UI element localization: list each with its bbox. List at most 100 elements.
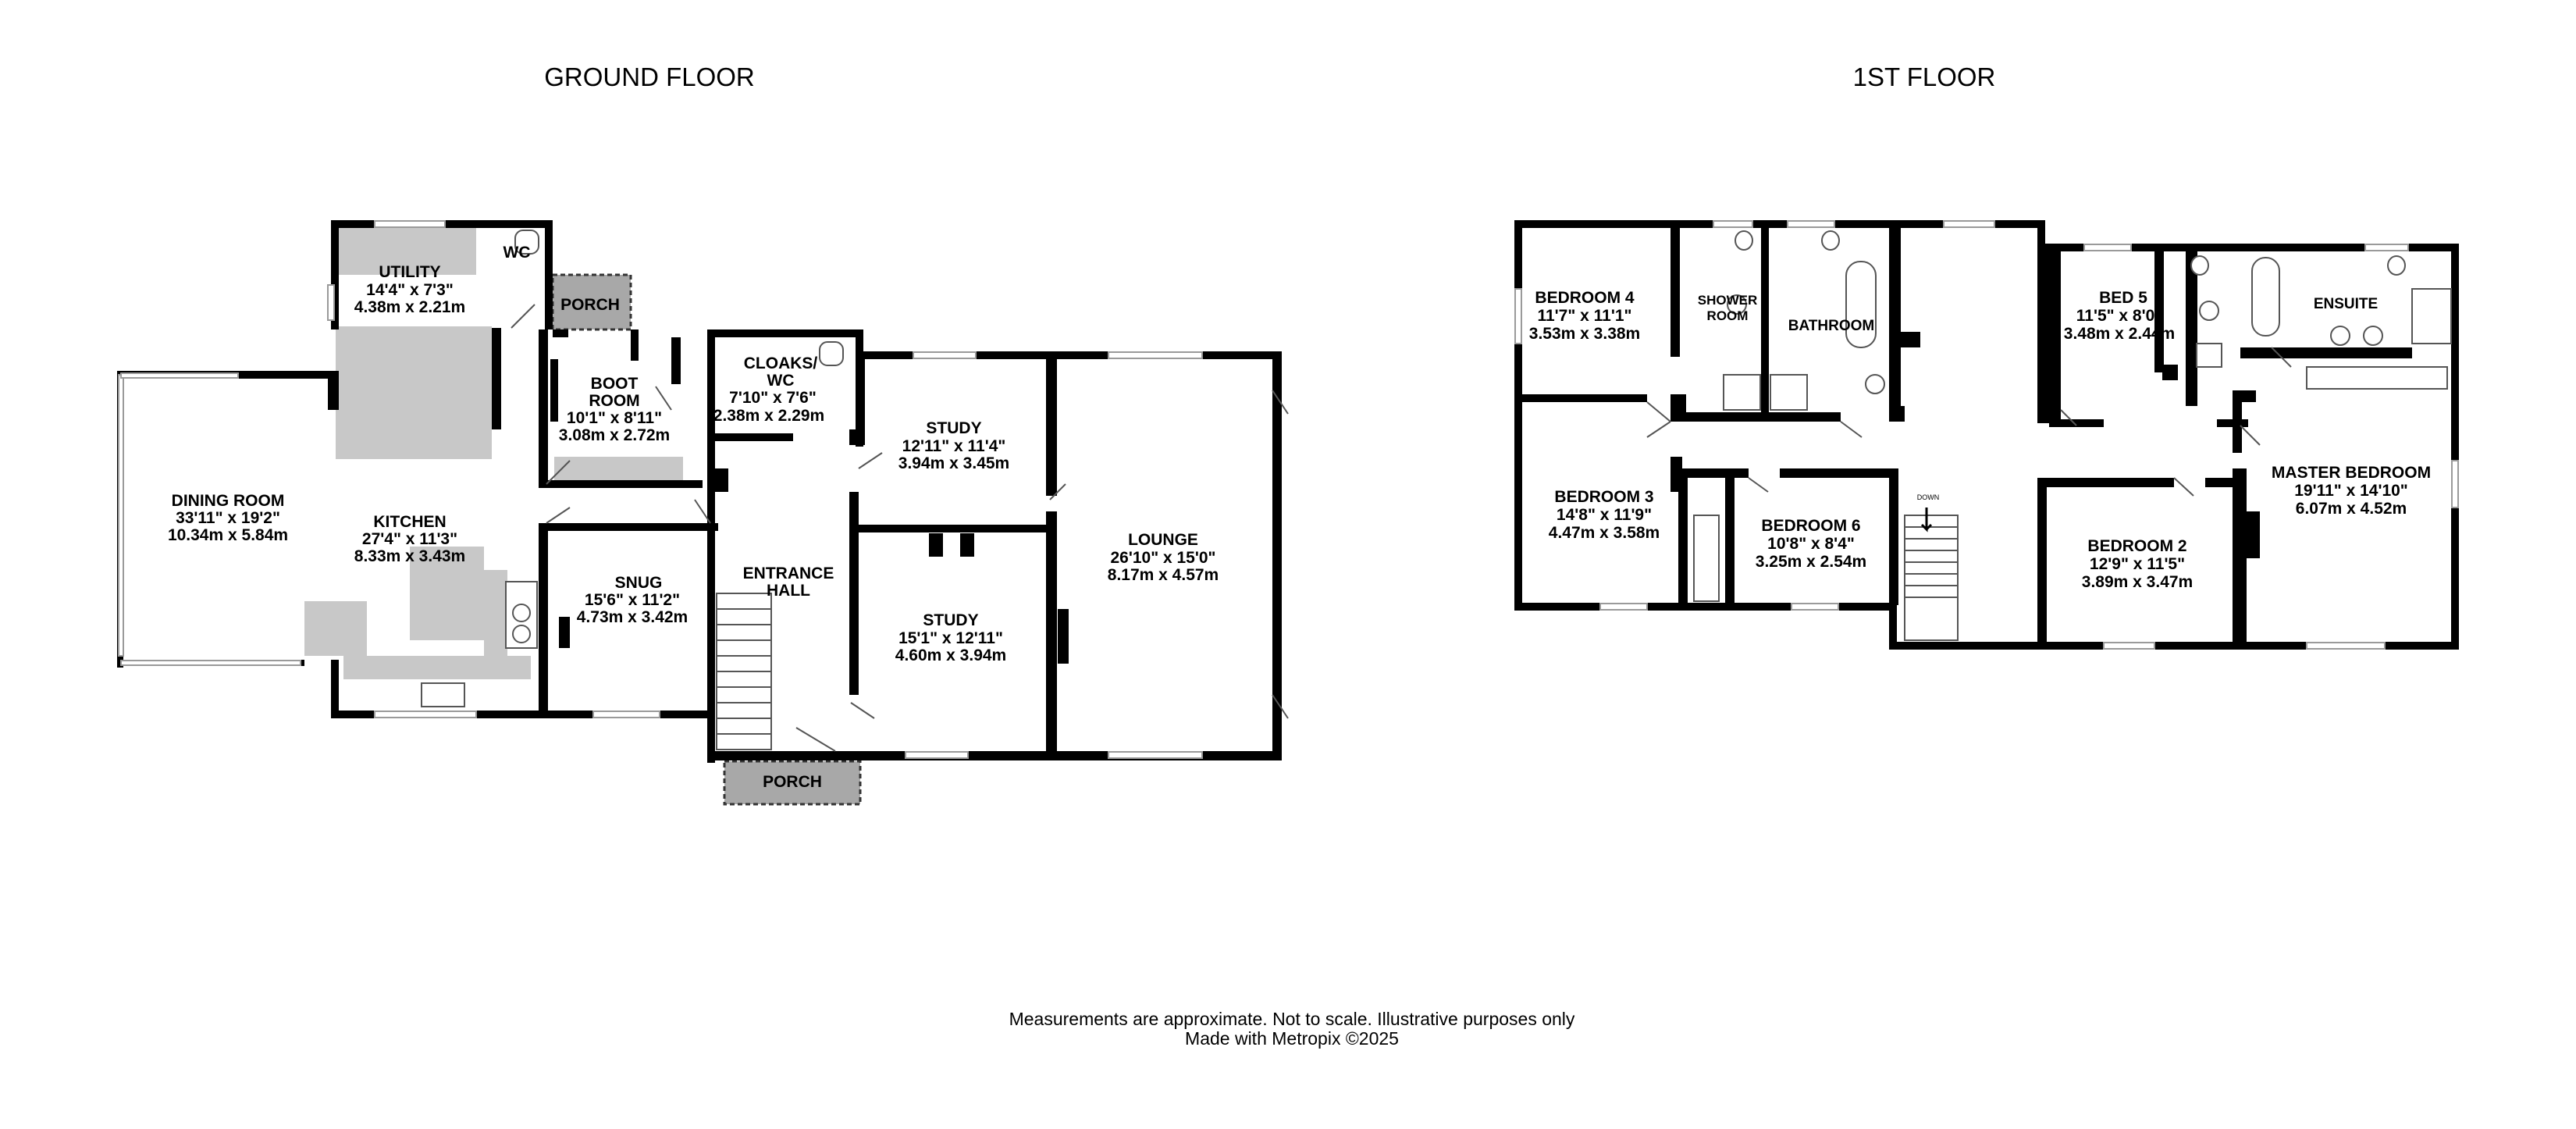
wall bbox=[1046, 359, 1057, 496]
window bbox=[2083, 244, 2132, 251]
bedroom3-label: BEDROOM 3 bbox=[1554, 488, 1653, 506]
wall bbox=[1725, 478, 1735, 607]
first-floor-title: 1ST FLOOR bbox=[1853, 62, 1996, 91]
study1-label: STUDY bbox=[926, 419, 981, 437]
shower-room-toilet bbox=[1735, 230, 1753, 251]
kitchen-metric: 8.33m x 3.43m bbox=[354, 547, 465, 565]
wall bbox=[2205, 478, 2240, 487]
dining-room-label: DINING ROOM bbox=[172, 492, 285, 510]
wall bbox=[2244, 511, 2260, 558]
wall bbox=[2154, 251, 2164, 372]
door-swing bbox=[655, 386, 672, 411]
door-swing bbox=[2173, 477, 2194, 497]
bedroom2-imperial: 12'9" x 11'5" bbox=[2090, 555, 2185, 573]
ensuite-shower bbox=[2411, 288, 2452, 344]
wall bbox=[1046, 511, 1057, 759]
fireplace-study bbox=[929, 533, 943, 557]
window bbox=[592, 711, 660, 718]
wall bbox=[1514, 603, 1897, 611]
ground-floor-plan: UTILITY 14'4" x 7'3" 4.38m x 2.21m WC PO… bbox=[117, 220, 1289, 806]
window bbox=[374, 711, 477, 718]
lounge-label: LOUNGE bbox=[1128, 531, 1198, 549]
down-arrow-icon bbox=[1920, 508, 1933, 532]
lounge-metric: 8.17m x 4.57m bbox=[1108, 566, 1219, 584]
wall bbox=[539, 523, 548, 718]
kitchen-imperial: 27'4" x 11'3" bbox=[362, 530, 457, 548]
wall bbox=[707, 329, 863, 337]
bedroom3-wardrobe bbox=[1693, 515, 1720, 602]
study2-imperial: 15'1" x 12'11" bbox=[898, 629, 1003, 647]
bedroom2-metric: 3.89m x 3.47m bbox=[2082, 573, 2193, 591]
stairs bbox=[1904, 515, 1959, 641]
utility-imperial: 14'4" x 7'3" bbox=[366, 281, 454, 299]
wall bbox=[492, 328, 501, 429]
front-porch-label: PORCH bbox=[763, 773, 822, 791]
master-wardrobe bbox=[2306, 366, 2448, 390]
wall bbox=[553, 329, 568, 337]
lounge-imperial: 26'10" x 15'0" bbox=[1110, 549, 1215, 567]
wall bbox=[2037, 244, 2049, 423]
wall bbox=[1780, 468, 1897, 478]
wall bbox=[1889, 406, 1905, 422]
window bbox=[1108, 751, 1203, 759]
wc-toilet bbox=[514, 230, 539, 255]
shower-tray bbox=[1770, 374, 1808, 411]
bedroom3-metric: 4.47m x 3.58m bbox=[1549, 524, 1660, 542]
shower-room-label-2: ROOM bbox=[1707, 308, 1749, 323]
bathroom-label: BATHROOM bbox=[1788, 318, 1874, 334]
boot-room-bench bbox=[554, 457, 683, 484]
wall bbox=[859, 525, 1046, 532]
utility-label: UTILITY bbox=[379, 263, 440, 281]
boot-room-metric: 3.08m x 2.72m bbox=[559, 426, 670, 444]
wall bbox=[1514, 220, 1522, 611]
entrance-hall-label-1: ENTRANCE bbox=[743, 564, 834, 582]
cloaks-label-1: CLOAKS/ bbox=[744, 354, 818, 372]
wall bbox=[671, 337, 681, 384]
ensuite-bath bbox=[2251, 257, 2280, 337]
wall bbox=[709, 468, 728, 492]
wall bbox=[2037, 220, 2045, 251]
door-swing bbox=[511, 304, 535, 329]
study2-metric: 4.60m x 3.94m bbox=[895, 646, 1006, 664]
wall bbox=[550, 359, 558, 422]
door-swing bbox=[1049, 483, 1066, 500]
wall bbox=[2049, 244, 2061, 423]
wall bbox=[1514, 220, 2045, 228]
bedroom3-imperial: 14'8" x 11'9" bbox=[1557, 506, 1652, 524]
hob-ring bbox=[512, 604, 531, 622]
wall bbox=[539, 480, 703, 488]
bedroom4-label: BEDROOM 4 bbox=[1535, 289, 1635, 307]
door-swing bbox=[694, 499, 711, 524]
wall bbox=[2233, 508, 2247, 554]
window bbox=[374, 220, 446, 228]
wall bbox=[631, 329, 639, 361]
window bbox=[2451, 460, 2459, 508]
window bbox=[2103, 642, 2155, 650]
kitchen-run-right bbox=[484, 570, 507, 671]
wall bbox=[2186, 250, 2197, 406]
front-porch bbox=[723, 760, 862, 806]
bed5-imperial: 11'5" x 8'0" bbox=[2076, 307, 2163, 325]
window bbox=[913, 351, 977, 359]
ensuite-toilet bbox=[2387, 255, 2406, 276]
cloaks-metric: 2.38m x 2.29m bbox=[713, 407, 824, 425]
window bbox=[327, 284, 335, 321]
cloaks-label-2: WC bbox=[767, 372, 795, 390]
wall bbox=[2037, 478, 2174, 487]
utility-worktop bbox=[336, 228, 476, 275]
boot-room-label-2: ROOM bbox=[589, 392, 639, 410]
bedroom2-label: BEDROOM 2 bbox=[2087, 537, 2186, 555]
window bbox=[1514, 288, 1522, 344]
wall bbox=[2240, 347, 2412, 358]
wall bbox=[715, 751, 856, 760]
door-swing bbox=[795, 727, 836, 752]
fireplace-snug bbox=[559, 617, 570, 648]
window bbox=[118, 374, 124, 657]
kitchen-label: KITCHEN bbox=[373, 513, 446, 531]
footer-credit: Made with Metropix ©2025 bbox=[1185, 1028, 1399, 1049]
cloaks-basin bbox=[819, 341, 844, 366]
window bbox=[1943, 220, 1995, 228]
wall bbox=[849, 492, 859, 695]
wall bbox=[2162, 365, 2178, 380]
